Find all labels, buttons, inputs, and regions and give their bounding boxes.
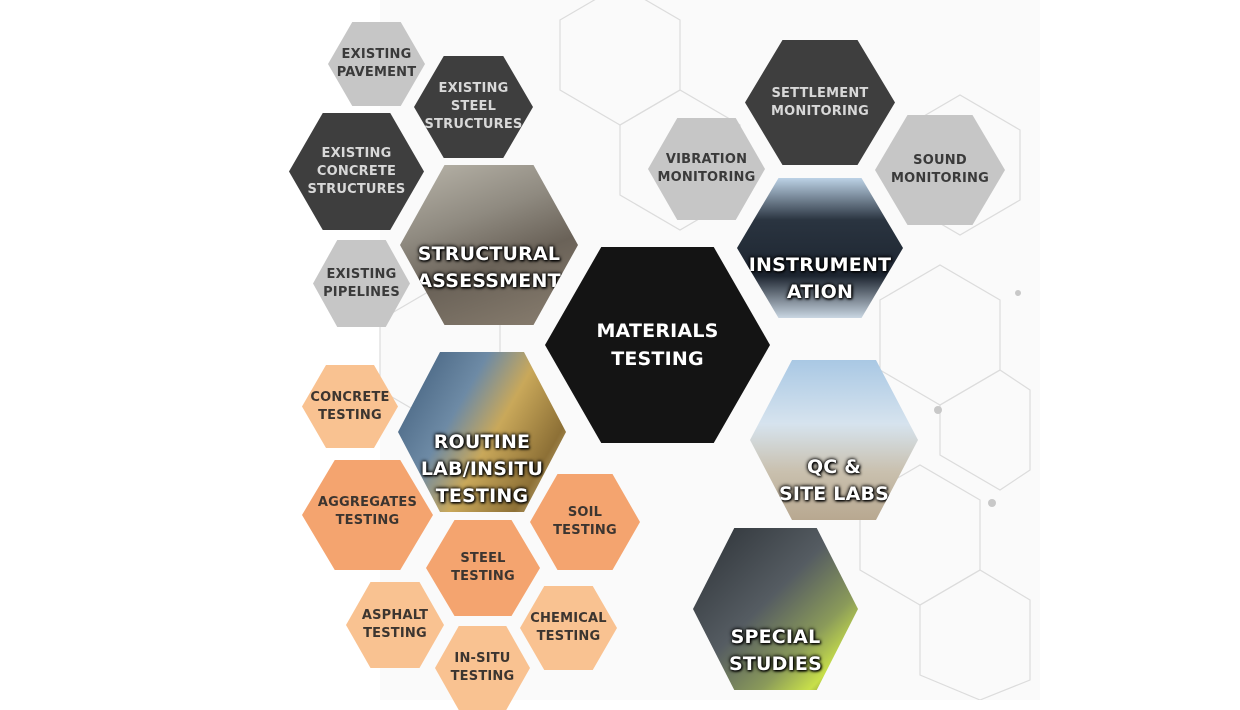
title: SPECIAL bbox=[730, 626, 821, 648]
title: ATION bbox=[786, 281, 854, 303]
concrete-testing-hex: CONCRETE TESTING bbox=[302, 365, 398, 448]
title: TESTING bbox=[435, 485, 529, 507]
label: EXISTING bbox=[341, 47, 412, 62]
label: TESTING bbox=[450, 669, 515, 684]
label: CONCRETE bbox=[316, 163, 397, 179]
instrumentation-hex: INSTRUMENT ATION bbox=[737, 178, 903, 318]
title: SITE LABS bbox=[778, 483, 890, 505]
title: QC & bbox=[806, 456, 862, 478]
label: TESTING bbox=[536, 629, 601, 644]
label: EXISTING bbox=[438, 81, 509, 96]
sound-monitoring-hex: SOUND MONITORING bbox=[875, 115, 1005, 225]
label: CONCRETE bbox=[310, 389, 390, 405]
label: TESTING bbox=[335, 513, 400, 528]
label: MONITORING bbox=[890, 171, 990, 186]
center-title: MATERIALS bbox=[596, 320, 719, 342]
label: MONITORING bbox=[657, 170, 756, 185]
label: STEEL bbox=[450, 99, 497, 114]
label: EXISTING bbox=[321, 145, 392, 161]
label: SETTLEMENT bbox=[771, 85, 869, 101]
label: TESTING bbox=[363, 626, 427, 641]
title: ASSESSMENT bbox=[417, 270, 561, 292]
steel-testing-hex: STEEL TESTING bbox=[426, 520, 540, 616]
label: STEEL bbox=[460, 551, 506, 566]
title: STRUCTURAL bbox=[417, 243, 561, 265]
label: VIBRATION bbox=[665, 152, 748, 167]
chemical-testing-hex: CHEMICAL TESTING bbox=[520, 586, 617, 670]
label: IN-SITU bbox=[454, 651, 511, 666]
label: PIPELINES bbox=[323, 284, 400, 300]
label: ASPHALT bbox=[361, 608, 429, 623]
label: STRUCTURES bbox=[424, 117, 523, 132]
label: CHEMICAL bbox=[530, 611, 607, 626]
title: ROUTINE bbox=[433, 431, 531, 453]
title: LAB/INSITU bbox=[420, 458, 544, 480]
label: TESTING bbox=[451, 569, 515, 584]
title: STUDIES bbox=[729, 653, 822, 675]
label: PAVEMENT bbox=[336, 65, 417, 80]
label: MONITORING bbox=[770, 103, 870, 119]
label: TESTING bbox=[318, 407, 382, 423]
label: SOUND bbox=[913, 153, 967, 168]
vibration-monitoring-hex: VIBRATION MONITORING bbox=[648, 118, 765, 220]
label: TESTING bbox=[553, 523, 617, 538]
center-title: TESTING bbox=[611, 348, 704, 370]
label: SOIL bbox=[567, 505, 603, 520]
title: INSTRUMENT bbox=[748, 254, 892, 276]
label: AGGREGATES bbox=[317, 495, 418, 510]
label: EXISTING bbox=[326, 266, 397, 282]
special-studies-hex: SPECIAL STUDIES bbox=[693, 528, 858, 690]
existing-concrete-structures-hex: EXISTING CONCRETE STRUCTURES bbox=[289, 113, 424, 230]
label: STRUCTURES bbox=[307, 181, 406, 197]
